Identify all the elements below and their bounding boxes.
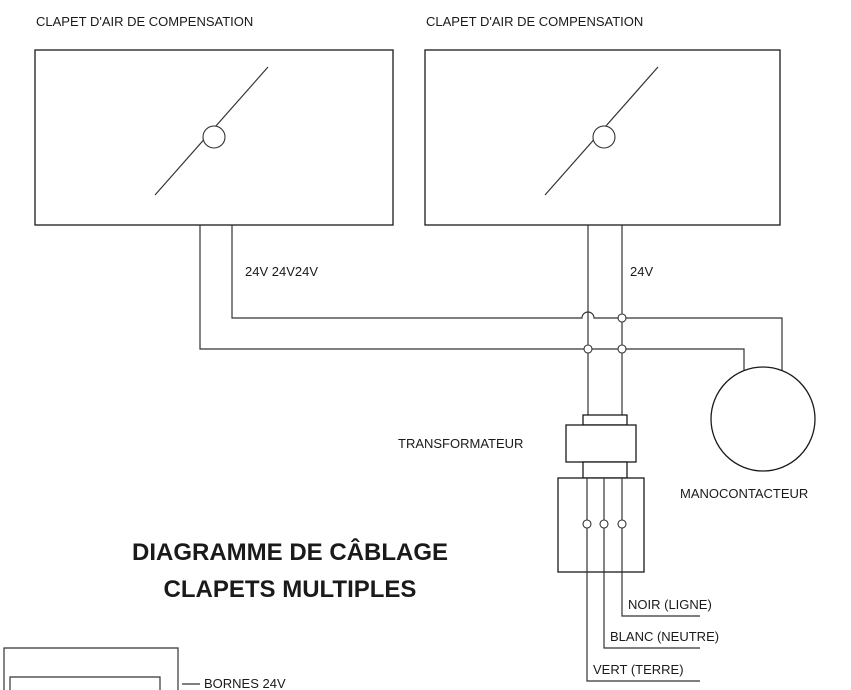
junction-terminal [583,344,593,354]
transformer [565,414,637,479]
inset-inner-frame [9,676,161,690]
junction-terminal [617,313,627,323]
diagram-title-line1: DIAGRAMME DE CÂBLAGE [132,538,448,566]
wire-black [621,528,700,617]
damper-right-label: CLAPET D'AIR DE COMPENSATION [426,14,643,29]
junction-terminal [617,344,627,354]
inset-terminals-label: BORNES 24V [204,676,286,690]
wire-green-label: VERT (TERRE) [593,662,684,677]
pressure-switch-icon [710,366,816,472]
inset-panel: BORNES 24V [3,647,286,690]
voltage-right-label: 24V [630,264,653,279]
wire-black-label: NOIR (LIGNE) [628,597,712,612]
wire-upper-run [231,225,783,408]
damper-left-label: CLAPET D'AIR DE COMPENSATION [36,14,253,29]
diagram-title-line2: CLAPETS MULTIPLES [164,576,417,603]
wire-green [586,528,700,682]
damper-right-pivot-icon [592,125,616,149]
voltage-left-label: 24V 24V24V [245,264,318,279]
inset-outer-frame [3,647,179,690]
wire-white-label: BLANC (NEUTRE) [610,629,719,644]
damper-left [34,49,394,226]
box-terminal [582,519,592,529]
box-terminal [617,519,627,529]
transformer-bottom-stub [582,461,628,479]
left-damper-wires [199,225,783,408]
damper-right [424,49,781,226]
wire-lower-run [199,225,745,408]
transformer-body [565,424,637,463]
wire-white [603,528,700,649]
box-terminal [599,519,609,529]
damper-left-pivot-icon [202,125,226,149]
transformer-label: TRANSFORMATEUR [398,436,523,451]
transformer-top-stub [582,414,628,426]
pressure-switch-label: MANOCONTACTEUR [680,486,808,501]
